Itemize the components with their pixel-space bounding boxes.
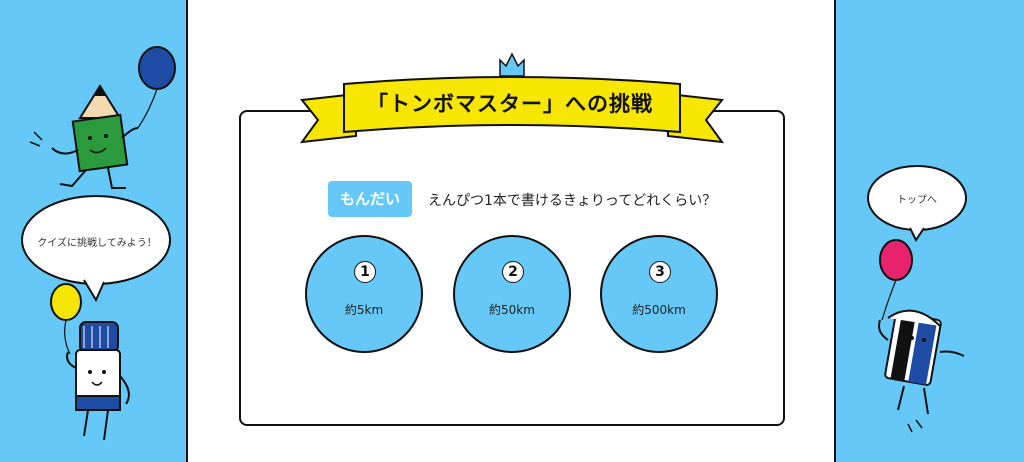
answer-label: 約500km <box>632 303 686 317</box>
answer-option-2[interactable]: 2 約50km <box>453 235 571 353</box>
answer-label: 約5km <box>344 303 384 317</box>
eraser-character <box>878 309 965 433</box>
glue-stick-character <box>66 321 130 441</box>
left-illustration <box>21 46 176 441</box>
answer-label: 約50km <box>489 303 535 317</box>
answer-number: 1 <box>354 261 376 283</box>
left-speech-bubble: クイズに挑戦してみよう！ <box>37 238 157 249</box>
answer-option-3[interactable]: 3 約500km <box>600 235 718 353</box>
question-badge: もんだい <box>328 181 412 217</box>
pink-balloon-icon <box>879 239 913 321</box>
blue-balloon-icon <box>137 46 176 129</box>
top-link-button[interactable]: トップへ <box>897 195 937 206</box>
answer-number: 3 <box>649 261 671 283</box>
crown-icon <box>499 52 525 77</box>
yellow-balloon-icon <box>50 283 82 355</box>
question-text: えんぴつ1本で書けるきょりってどれくらい？ <box>428 193 717 209</box>
title-ribbon <box>299 52 725 144</box>
page-title: 「トンボマスター」への挑戦 <box>367 92 653 116</box>
right-illustration <box>867 165 967 433</box>
answer-option-1[interactable]: 1 約5km <box>305 235 423 353</box>
pencil-character <box>29 84 139 189</box>
answer-number: 2 <box>502 261 524 283</box>
